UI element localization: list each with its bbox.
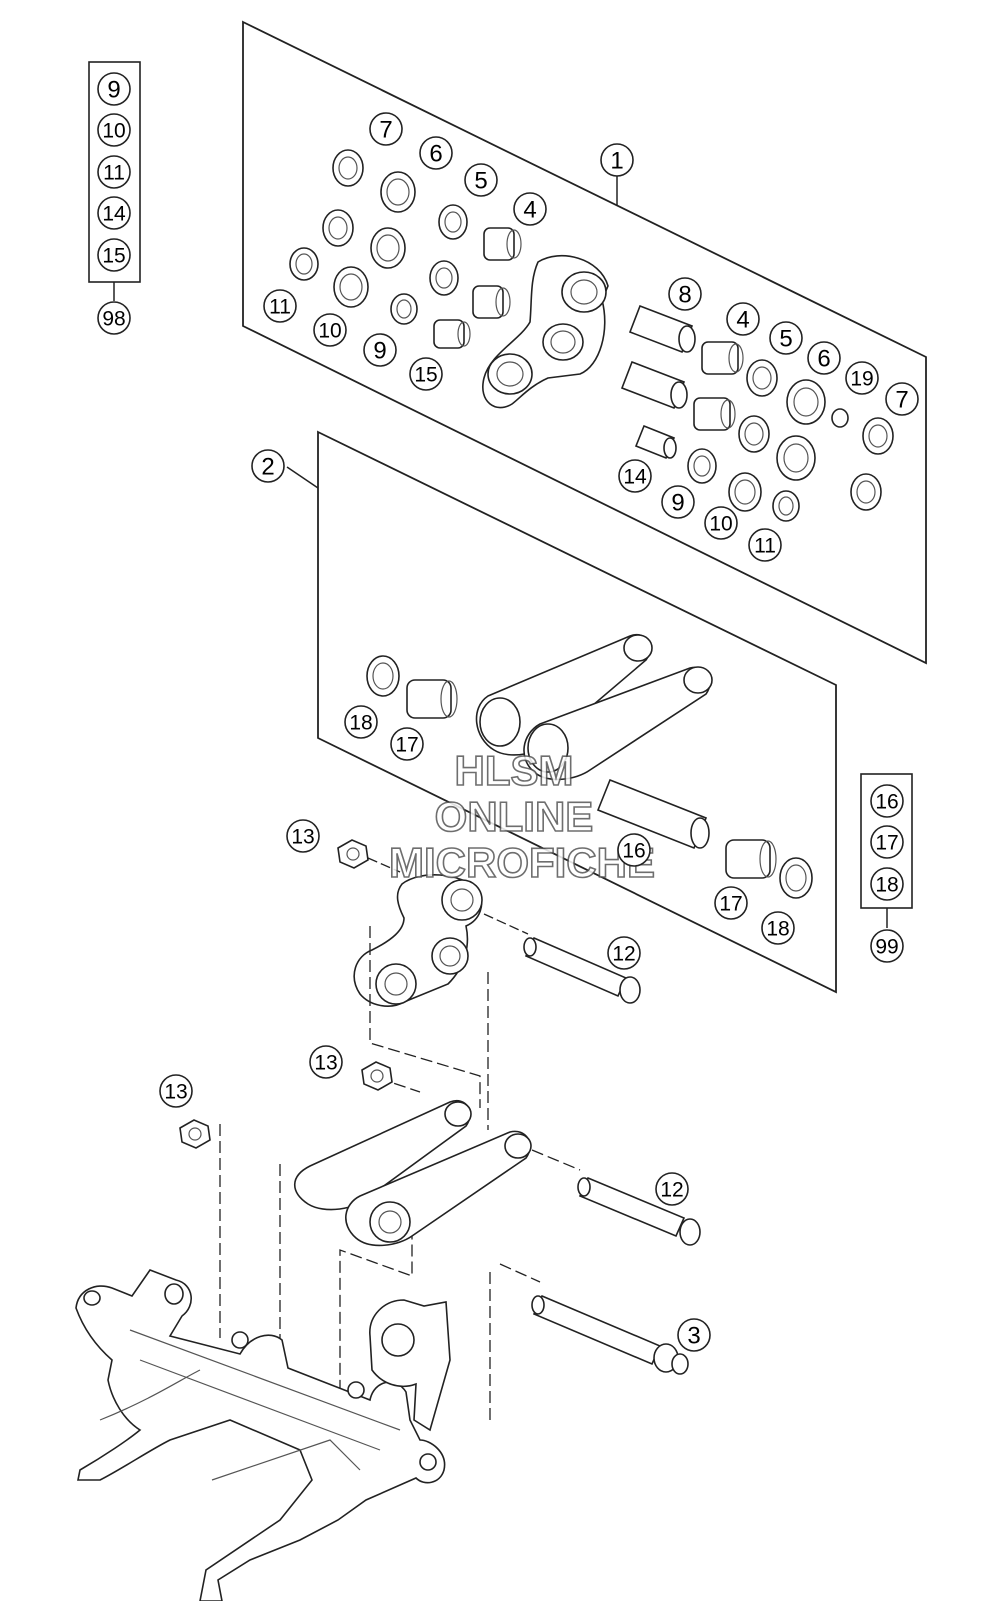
callout-top-4a: 4 <box>523 197 536 224</box>
ring-part <box>746 359 778 397</box>
bushing-part <box>701 341 744 375</box>
bolt-part <box>577 1176 701 1246</box>
nut-part <box>361 1061 393 1091</box>
ring-part <box>687 448 717 484</box>
callout-top-9a: 9 <box>373 338 386 365</box>
bearing-part <box>322 209 354 247</box>
ring-part <box>429 260 459 296</box>
callout-part-1: 1 <box>610 148 623 175</box>
kit-98-item-2: 10 <box>102 120 125 143</box>
callout-mid-16: 16 <box>622 840 645 863</box>
callout-top-14: 14 <box>623 466 647 489</box>
callout-top-5b: 5 <box>779 326 792 353</box>
kit-99-item-3: 18 <box>875 874 898 897</box>
bushing-part <box>725 839 777 879</box>
seal-part <box>776 435 816 481</box>
callout-bot-13c: 13 <box>164 1081 187 1104</box>
bearing-part <box>862 417 894 455</box>
watermark-line-3: MICROFICHE <box>389 839 655 886</box>
bolt-part <box>523 936 641 1004</box>
assembled-parts <box>75 839 701 1601</box>
kit-98-item-4: 14 <box>102 203 126 226</box>
kit-99-item-1: 16 <box>875 791 898 814</box>
long-bushing-part <box>628 304 696 354</box>
callout-mid-17b: 17 <box>719 893 742 916</box>
callout-top-11a: 11 <box>269 296 291 319</box>
kit-98-item-3: 11 <box>103 162 125 185</box>
seal-part <box>779 857 813 899</box>
callout-top-9b: 9 <box>671 490 684 517</box>
kit-99-box <box>860 773 913 928</box>
seal-part <box>333 266 369 308</box>
callout-top-11b: 11 <box>754 535 776 558</box>
watermark: HLSM ONLINE MICROFICHE <box>388 746 656 887</box>
callout-top-10a: 10 <box>318 320 341 343</box>
nut-part <box>337 839 369 869</box>
lever-assembled <box>353 874 483 1007</box>
callout-bot-13a: 13 <box>291 826 314 849</box>
callout-top-7b: 7 <box>895 387 908 414</box>
bearing-part <box>289 247 319 281</box>
kit-98-callouts: 9 10 11 14 15 98 <box>97 72 131 335</box>
bushing-part <box>693 397 736 431</box>
watermark-line-2: ONLINE <box>435 793 594 840</box>
kit-1-parts <box>289 149 894 522</box>
bearing-part <box>772 490 800 522</box>
seal-part <box>366 655 400 697</box>
part-callouts: 1 2 3 7 6 5 4 11 10 9 15 8 4 5 6 19 7 14 <box>159 112 919 1352</box>
seal-part <box>380 171 416 213</box>
bushing-part <box>483 227 522 261</box>
bearing-part <box>332 149 364 187</box>
seal-part <box>728 472 762 512</box>
callout-mid-18a: 18 <box>349 712 372 735</box>
kit-99-label: 99 <box>875 936 898 959</box>
ring-part <box>390 293 418 325</box>
callout-top-15: 15 <box>414 364 437 387</box>
long-bushing-part <box>620 360 688 410</box>
kit-99-callouts: 16 17 18 99 <box>870 784 904 963</box>
pull-rod-assembled <box>293 1099 532 1247</box>
washer-part <box>831 408 849 428</box>
callout-top-10b: 10 <box>709 513 732 536</box>
bushing-part <box>406 679 458 719</box>
callout-mid-18b: 18 <box>766 918 789 941</box>
callout-top-5a: 5 <box>474 168 487 195</box>
callout-part-3: 3 <box>687 1323 700 1350</box>
short-bushing-part <box>634 424 677 460</box>
kit-98-box <box>88 61 141 301</box>
callout-top-6a: 6 <box>429 141 442 168</box>
bolt-part <box>531 1294 689 1375</box>
bushing-part <box>472 285 511 319</box>
callout-top-7a: 7 <box>379 117 392 144</box>
callout-mid-17a: 17 <box>395 734 418 757</box>
callout-top-6b: 6 <box>817 346 830 373</box>
callout-top-4b: 4 <box>736 307 749 334</box>
ring-part <box>738 415 770 453</box>
callout-bot-12b: 12 <box>660 1179 683 1202</box>
seal-part <box>370 227 406 269</box>
kit-2-panel <box>286 430 837 994</box>
long-bushing-part <box>596 778 710 850</box>
callout-bot-13b: 13 <box>314 1052 337 1075</box>
callout-bot-12a: 12 <box>612 943 635 966</box>
watermark-line-1: HLSM <box>455 747 574 794</box>
kit-2-parts <box>366 633 813 899</box>
bearing-part <box>850 473 882 511</box>
kit-99-item-2: 17 <box>875 832 898 855</box>
seal-part <box>786 379 826 425</box>
pull-rod-part <box>475 633 713 781</box>
frame-part <box>75 1269 451 1601</box>
kit-98-item-5: 15 <box>102 245 125 268</box>
nut-part <box>179 1119 211 1149</box>
kit-98-label: 98 <box>102 308 125 331</box>
callout-top-8: 8 <box>678 282 691 309</box>
kit-98-item-1: 9 <box>107 77 120 104</box>
lever-part <box>482 254 609 409</box>
bushing-part <box>433 319 471 349</box>
callout-top-19: 19 <box>850 368 873 391</box>
callout-part-2: 2 <box>261 454 274 481</box>
ring-part <box>438 204 468 240</box>
